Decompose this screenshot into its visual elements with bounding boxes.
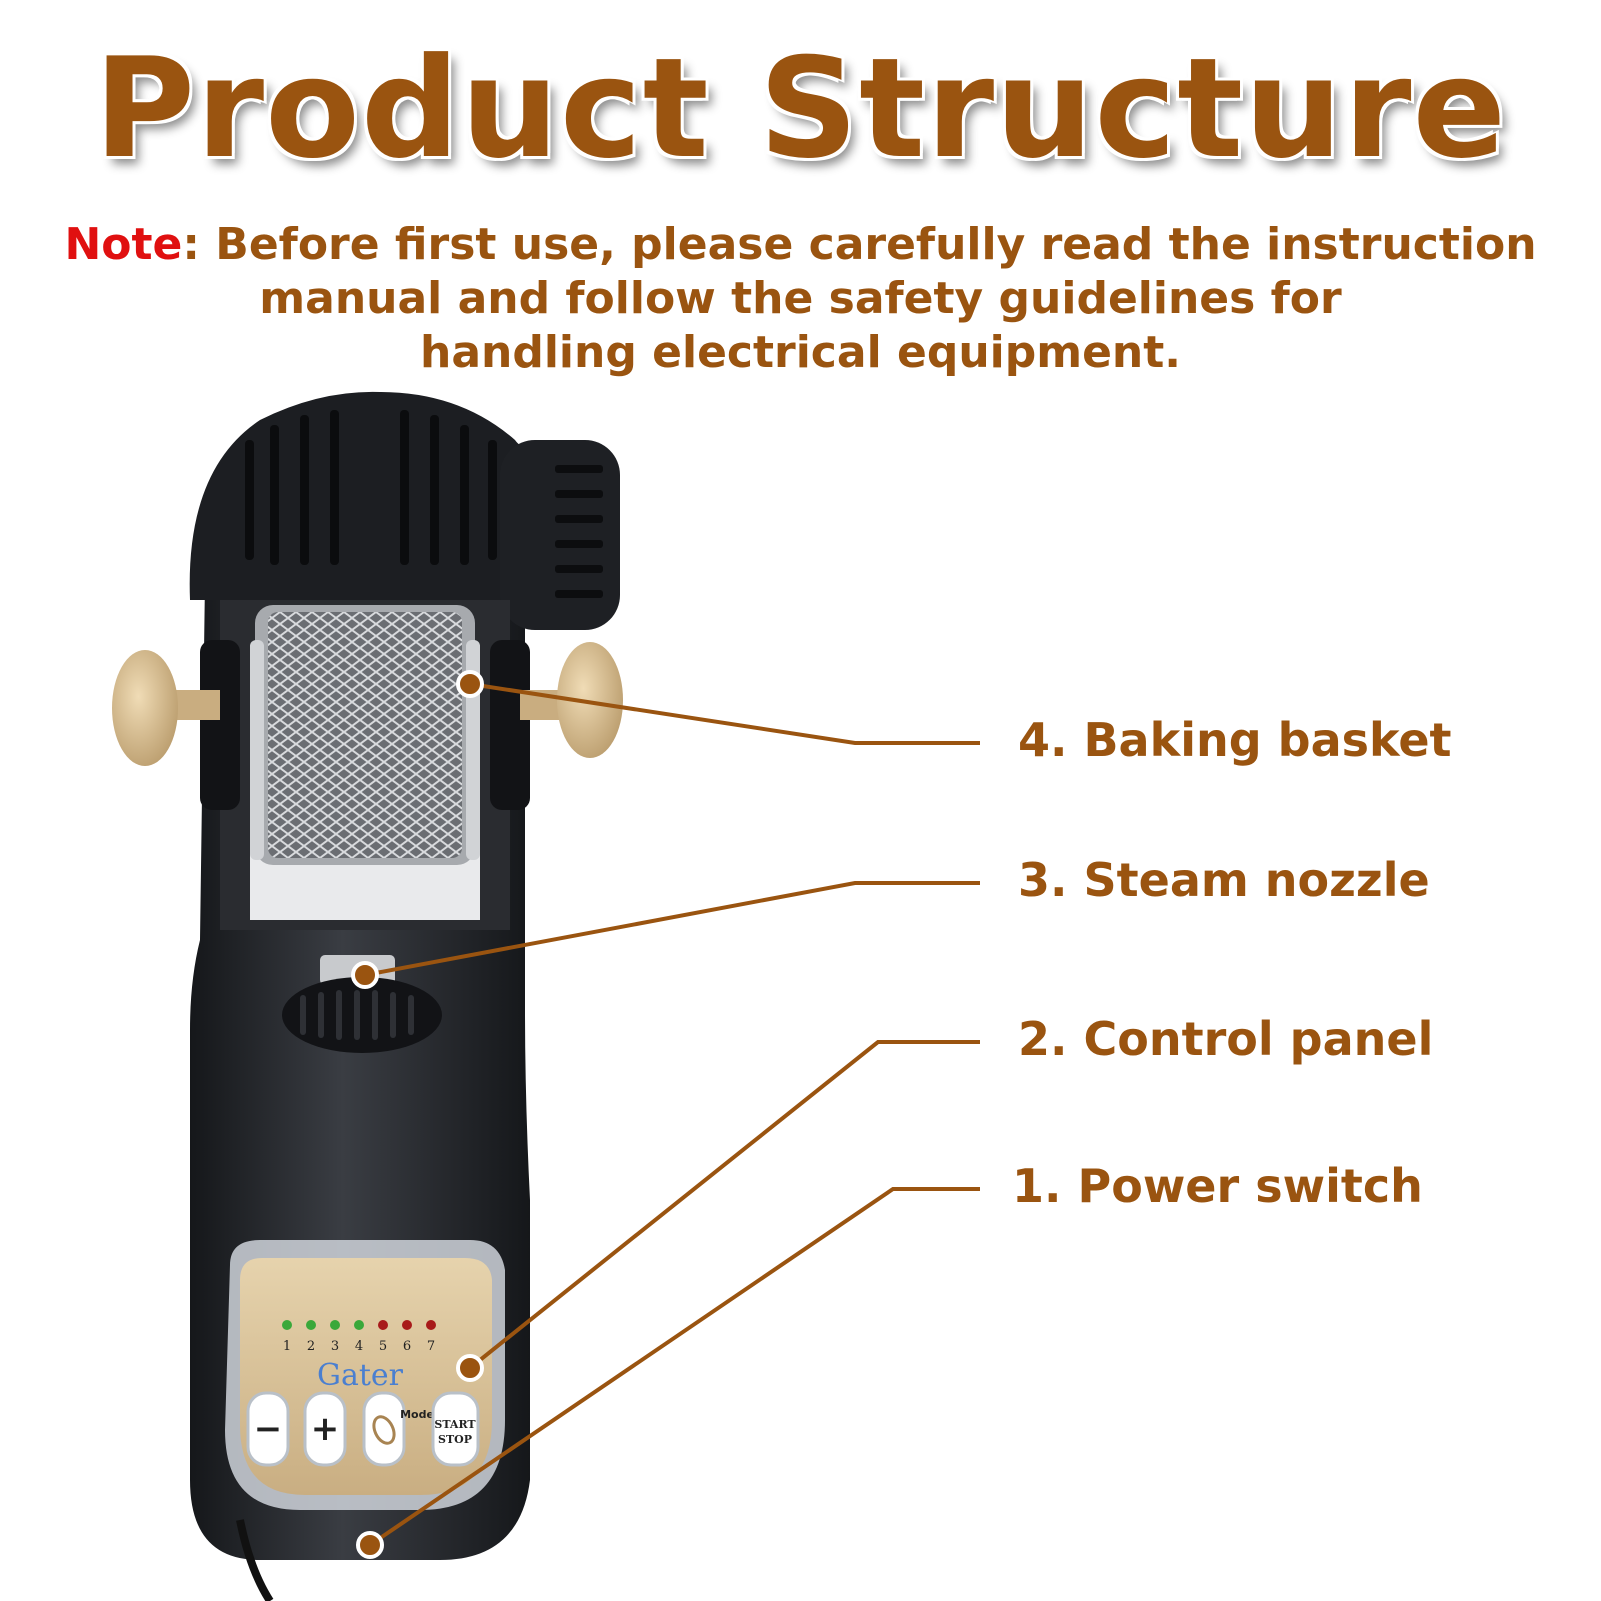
minus-button-label: −: [254, 1409, 283, 1449]
leader-power: [368, 1187, 980, 1547]
plus-button[interactable]: +: [303, 1391, 347, 1467]
indicator-led-5: [378, 1320, 388, 1330]
note-prefix: Note: [64, 219, 183, 270]
mode-button[interactable]: Mode: [362, 1391, 434, 1467]
dot-steam: [351, 961, 379, 989]
callout-power-switch: 1. Power switch: [1012, 1159, 1423, 1213]
indicator-number-6: 6: [403, 1339, 411, 1354]
indicator-number-2: 2: [307, 1339, 315, 1354]
start-label: START: [434, 1418, 476, 1431]
indicator-number-7: 7: [427, 1339, 435, 1354]
indicator-number-1: 1: [283, 1339, 291, 1354]
start-stop-button[interactable]: START STOP: [431, 1391, 480, 1467]
bean-icon: [372, 1415, 396, 1445]
note-line-3: handling electrical equipment.: [420, 327, 1181, 378]
indicator-led-2: [306, 1320, 316, 1330]
indicator-led-3: [330, 1320, 340, 1330]
roaster-body: 1 2 3 4 5 6 7 Gater − + Mode START STOP: [112, 391, 623, 1601]
mode-label: Mode: [400, 1408, 434, 1421]
indicator-number-4: 4: [355, 1339, 363, 1354]
page-title: Product Structure: [93, 28, 1508, 189]
indicator-number-5: 5: [379, 1339, 387, 1354]
indicator-led-6: [402, 1320, 412, 1330]
callout-control-panel: 2. Control panel: [1018, 1012, 1434, 1066]
leader-basket: [469, 682, 980, 745]
note-line-2: manual and follow the safety guidelines …: [259, 273, 1342, 324]
left-knob: [112, 650, 220, 766]
dot-basket: [456, 670, 484, 698]
control-panel: 1 2 3 4 5 6 7 Gater − + Mode START STOP: [225, 1240, 505, 1510]
minus-button[interactable]: −: [246, 1391, 290, 1467]
brand-logo: Gater: [317, 1358, 404, 1393]
dot-power: [356, 1531, 384, 1559]
leader-panel: [468, 1040, 980, 1370]
callout-steam-nozzle: 3. Steam nozzle: [1018, 853, 1430, 907]
indicator-led-7: [426, 1320, 436, 1330]
leader-dots: [351, 670, 484, 1559]
steam-nozzle: [282, 955, 442, 1053]
callout-baking-basket: 4. Baking basket: [1018, 713, 1452, 767]
indicator-number-3: 3: [331, 1339, 339, 1354]
indicator-led-1: [282, 1320, 292, 1330]
dot-panel: [456, 1354, 484, 1382]
note-line-1: Note: Before first use, please carefully…: [0, 218, 1601, 272]
indicator-led-4: [354, 1320, 364, 1330]
safety-note: Note: Before first use, please carefully…: [0, 218, 1601, 380]
stop-label: STOP: [438, 1433, 472, 1446]
baking-basket: [250, 605, 480, 865]
leader-steam: [364, 881, 980, 977]
leader-lines: [364, 682, 980, 1547]
power-cord: [236, 1519, 274, 1601]
plus-button-label: +: [311, 1409, 340, 1449]
note-text-1: : Before first use, please carefully rea…: [182, 219, 1537, 270]
right-knob: [520, 642, 623, 758]
